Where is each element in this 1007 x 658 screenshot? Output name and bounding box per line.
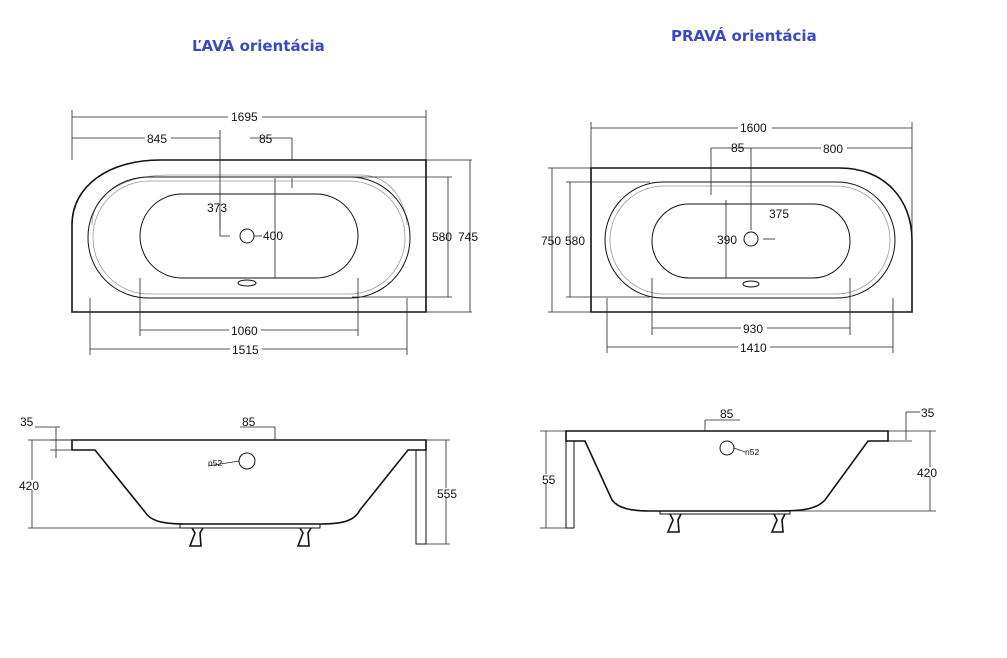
right-side-n52: n52 <box>745 447 759 457</box>
right-dim-375: 375 <box>769 207 789 221</box>
left-dim-745: 745 <box>458 230 478 244</box>
right-dim-390: 390 <box>717 233 737 247</box>
left-overflow <box>237 279 257 287</box>
left-side-view: n52 35 420 85 555 <box>18 415 460 547</box>
left-dim-1695: 1695 <box>231 110 258 124</box>
left-foot-1 <box>188 527 204 547</box>
right-orientation-title: PRAVÁ orientácia <box>671 27 817 45</box>
left-drain <box>239 228 255 244</box>
right-foot-2 <box>770 513 786 533</box>
left-dim-1060: 1060 <box>231 324 258 338</box>
left-dim-580: 580 <box>432 230 452 244</box>
right-side-dim-55: 55 <box>542 473 556 487</box>
left-tub-outline <box>71 159 427 313</box>
right-side-dim-420: 420 <box>917 466 937 480</box>
right-dim-750: 750 <box>541 234 561 248</box>
right-dim-930: 930 <box>743 322 763 336</box>
left-rim <box>87 176 411 299</box>
left-dim-1515: 1515 <box>232 343 259 357</box>
right-side-tub <box>565 430 889 512</box>
left-side-dim-85: 85 <box>242 415 256 429</box>
right-dim-1600: 1600 <box>740 121 767 135</box>
right-rim <box>604 181 896 299</box>
right-top-view: 1600 85 800 375 390 750 580 930 1410 <box>541 121 913 355</box>
right-tub-outline <box>590 167 913 313</box>
right-dim-800: 800 <box>823 142 843 156</box>
right-dim-85: 85 <box>731 141 745 155</box>
right-foot-1 <box>666 513 682 533</box>
left-orientation-title: ĽAVÁ orientácia <box>192 37 325 55</box>
right-dim-580: 580 <box>565 234 585 248</box>
right-overflow <box>742 280 760 288</box>
right-drain <box>743 231 759 247</box>
right-side-view: n52 85 35 420 55 <box>540 406 940 533</box>
left-dim-400: 400 <box>263 229 283 243</box>
left-top-view: 1695 845 85 373 400 580 745 1060 1515 <box>71 110 478 357</box>
left-side-dim-420: 420 <box>19 479 39 493</box>
right-side-drain <box>719 440 735 456</box>
left-side-dim-555: 555 <box>437 487 457 501</box>
left-dim-373: 373 <box>207 201 227 215</box>
left-bowl <box>139 193 359 279</box>
right-dim-1410: 1410 <box>740 341 767 355</box>
left-dim-845: 845 <box>147 132 167 146</box>
right-side-dim-85: 85 <box>720 407 734 421</box>
right-side-dim-35: 35 <box>921 406 935 420</box>
left-side-n52: n52 <box>208 458 222 468</box>
left-foot-2 <box>296 527 312 547</box>
left-side-drain <box>238 452 256 470</box>
left-dim-85: 85 <box>259 132 273 146</box>
left-side-dim-35: 35 <box>20 415 34 429</box>
left-side-tub <box>71 439 427 525</box>
